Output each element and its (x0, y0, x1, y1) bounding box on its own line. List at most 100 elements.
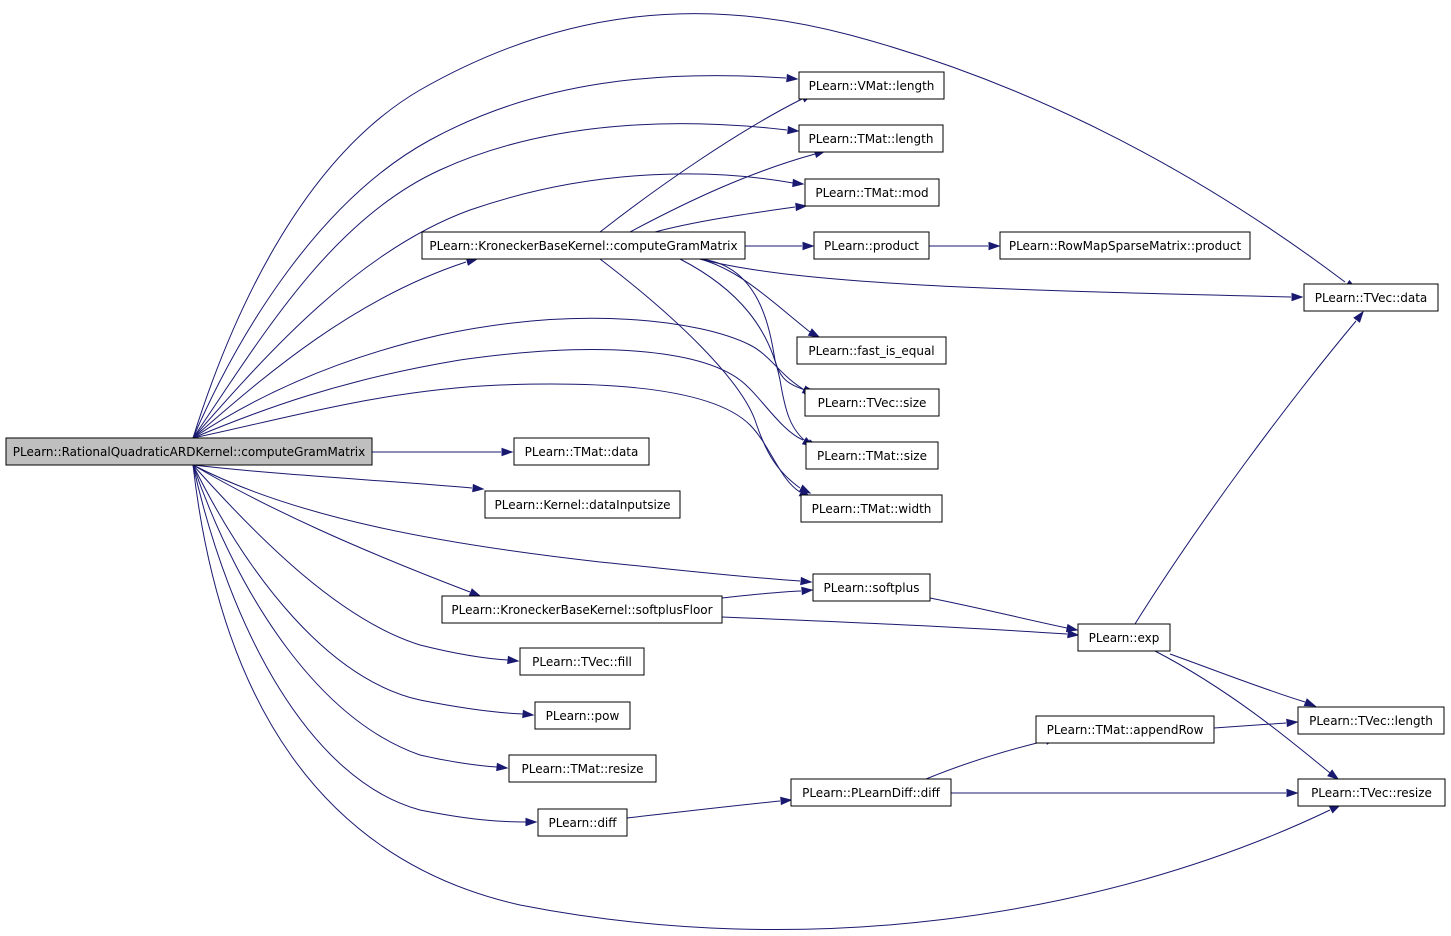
edge-line (1213, 722, 1287, 729)
edge-kbk_cgm-to-fast_is_equal (699, 258, 821, 338)
edge-root-to-vmat_length (192, 73, 799, 439)
node-product[interactable]: PLearn::product (813, 231, 930, 260)
edge-line (192, 464, 524, 715)
edge-line (192, 123, 788, 439)
edge-arrowhead (802, 241, 815, 251)
edge-line (192, 464, 473, 489)
edge-arrowhead (786, 73, 799, 83)
node-label: PLearn::Kernel::dataInputsize (494, 498, 670, 512)
node-tmat-resize[interactable]: PLearn::TMat::resize (508, 754, 657, 783)
node-box (1297, 778, 1446, 807)
edge-arrowhead (1286, 718, 1299, 728)
edge-kbk_cgm-to-vmat_length (599, 93, 814, 233)
node-diff[interactable]: PLearn::diff (537, 808, 628, 837)
node-label: PLearn::TMat::size (817, 449, 927, 463)
edge-line (721, 616, 1068, 635)
edge-line (699, 258, 806, 391)
node-label: PLearn::TMat::resize (521, 762, 643, 776)
node-box (798, 124, 944, 153)
node-pld-diff[interactable]: PLearn::PLearnDiff::diff (790, 778, 952, 807)
edge-root-to-tmat_size (192, 349, 815, 447)
edge-root-to-tmat_mod (192, 173, 805, 439)
node-tmat-data[interactable]: PLearn::TMat::data (513, 437, 650, 466)
edge-kbk_cgm-to-tmat_length (629, 149, 827, 233)
node-label: PLearn::product (824, 239, 919, 253)
node-box (508, 754, 657, 783)
node-softplus[interactable]: PLearn::softplus (812, 573, 931, 602)
edge-kbk_cgm-to-tmat_width (599, 258, 812, 494)
node-label: PLearn::KroneckerBaseKernel::softplusFlo… (451, 603, 712, 617)
edge-kbk_cgm-to-tvec_data (699, 258, 1304, 302)
edge-arrowhead (988, 241, 1001, 251)
node-label: PLearn::softplus (824, 581, 920, 595)
node-label: PLearn::KroneckerBaseKernel::computeGram… (429, 239, 737, 253)
edge-arrowhead (795, 202, 808, 212)
edge-root-to-tmat_length (192, 123, 800, 439)
edge-arrowhead (787, 125, 800, 135)
edge-line (192, 464, 498, 768)
node-tvec-length[interactable]: PLearn::TVec::length (1297, 706, 1445, 735)
node-label: PLearn::diff (548, 816, 617, 830)
edge-arrowhead (792, 178, 805, 188)
edge-arrowhead (807, 328, 821, 338)
node-rmsm-product[interactable]: PLearn::RowMapSparseMatrix::product (999, 231, 1251, 260)
node-kbk-cgm[interactable]: PLearn::KroneckerBaseKernel::computeGram… (421, 231, 746, 260)
node-tvec-fill[interactable]: PLearn::TVec::fill (519, 647, 645, 676)
edge-kbk_cgm-to-tvec_size (699, 258, 817, 395)
node-tvec-resize[interactable]: PLearn::TVec::resize (1297, 778, 1446, 807)
function-nodes: PLearn::RationalQuadraticARDKernel::comp… (5, 71, 1446, 837)
node-label: PLearn::TMat::appendRow (1047, 723, 1204, 737)
edge-line (1169, 653, 1306, 703)
node-label: PLearn::TVec::size (818, 396, 927, 410)
node-exp[interactable]: PLearn::exp (1077, 623, 1171, 652)
edge-line (1134, 320, 1357, 625)
node-label: PLearn::TMat::length (809, 132, 934, 146)
edge-line (925, 740, 1046, 780)
edge-line (192, 464, 527, 823)
edge-arrowhead (1065, 623, 1079, 633)
node-tmat-appendrow[interactable]: PLearn::TMat::appendRow (1035, 715, 1215, 744)
edge-line (679, 258, 809, 444)
edge-root-to-diff (192, 464, 538, 827)
edge-arrowhead (801, 586, 814, 596)
node-kernel-dis[interactable]: PLearn::Kernel::dataInputsize (484, 490, 681, 519)
edge-pld_diff-to-tvec_resize (951, 788, 1299, 798)
edge-line (192, 464, 471, 593)
node-label: PLearn::TVec::fill (532, 655, 632, 669)
node-box (798, 71, 945, 100)
node-box (999, 231, 1251, 260)
node-box (421, 231, 746, 260)
edge-line (192, 173, 794, 439)
edge-root-to-tvec_fill (192, 464, 520, 665)
node-pow[interactable]: PLearn::pow (534, 701, 631, 730)
node-tvec-size[interactable]: PLearn::TVec::size (804, 388, 940, 417)
node-vmat-length[interactable]: PLearn::VMat::length (798, 71, 945, 100)
node-tmat-mod[interactable]: PLearn::TMat::mod (804, 178, 940, 207)
node-box (1035, 715, 1215, 744)
node-label: PLearn::PLearnDiff::diff (802, 786, 941, 800)
edge-arrowhead (798, 484, 812, 494)
node-tmat-width[interactable]: PLearn::TMat::width (800, 494, 943, 523)
node-box (1303, 283, 1439, 312)
node-tvec-data[interactable]: PLearn::TVec::data (1303, 283, 1439, 312)
edge-root-to-pow (192, 464, 535, 719)
node-kbk-spf[interactable]: PLearn::KroneckerBaseKernel::softplusFlo… (441, 595, 723, 624)
node-label: PLearn::RowMapSparseMatrix::product (1009, 239, 1242, 253)
edge-arrowhead (468, 588, 482, 597)
edge-arrowhead (472, 483, 485, 493)
node-tmat-length[interactable]: PLearn::TMat::length (798, 124, 944, 153)
edge-kbk_cgm-to-product (745, 241, 815, 251)
node-root[interactable]: PLearn::RationalQuadraticARDKernel::comp… (5, 437, 373, 466)
edge-line (192, 75, 787, 439)
edge-line (599, 258, 801, 489)
edge-line (192, 464, 801, 582)
edge-exp-to-tvec_resize (1154, 650, 1340, 780)
edge-root-to-tmat_data (372, 447, 514, 457)
edge-arrowhead (496, 762, 509, 772)
edge-line (599, 98, 803, 233)
node-fast-is-equal[interactable]: PLearn::fast_is_equal (796, 336, 947, 365)
edge-tmat_appendrow-to-tvec_length (1213, 718, 1299, 729)
edge-root-to-kernel_dis (192, 464, 485, 493)
edge-arrowhead (507, 655, 520, 665)
node-tmat-size[interactable]: PLearn::TMat::size (805, 441, 939, 470)
